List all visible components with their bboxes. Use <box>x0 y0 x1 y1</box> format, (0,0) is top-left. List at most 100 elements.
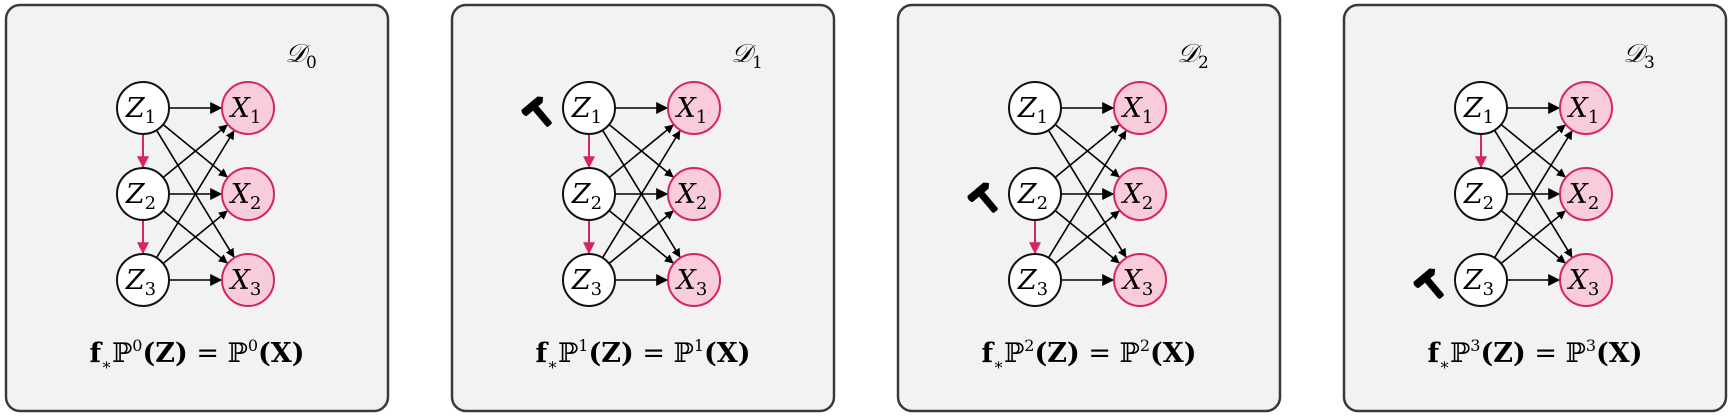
formula-f-0: f <box>981 338 995 369</box>
observed-node-label-subscript: 1 <box>1588 107 1599 128</box>
mixing-edge-z3-x1 <box>155 130 235 259</box>
observed-node-x3 <box>1559 253 1613 307</box>
mixing-edge-z3-x1 <box>1493 130 1573 259</box>
observed-node-label-base: X <box>1567 179 1590 210</box>
observed-node-label: X1 <box>1121 93 1154 128</box>
latent-node-z2 <box>1008 167 1062 221</box>
observed-node-x1 <box>667 81 721 135</box>
latent-node-z3 <box>562 253 616 307</box>
mixing-edge-z2-x1 <box>1500 124 1566 179</box>
formula-P-6: ℙ <box>1120 338 1140 369</box>
latent-node-label: Z3 <box>125 265 156 300</box>
latent-node-label: Z3 <box>1463 265 1494 300</box>
latent-node-z3 <box>116 253 170 307</box>
latent-node-label-base: Z <box>1463 179 1484 210</box>
formula-arg_left-4: (Z) <box>142 338 187 369</box>
observed-node-label-subscript: 2 <box>1142 193 1153 214</box>
latent-node-z2 <box>1454 167 1508 221</box>
formula-arg_left-4: (Z) <box>588 338 633 369</box>
mixing-edge-z3-x2 <box>1054 210 1120 265</box>
formula-sup-7: 0 <box>248 336 258 355</box>
latent-node-label-base: Z <box>1017 93 1038 124</box>
hammer-icon <box>1413 268 1444 299</box>
observed-node-label-base: X <box>229 179 252 210</box>
mixing-edge-z3-x2 <box>608 210 674 265</box>
latent-node-label-base: Z <box>1017 179 1038 210</box>
observed-node-label-subscript: 1 <box>1142 107 1153 128</box>
formula-star-1: ∗ <box>993 355 1004 374</box>
observed-node-label: X3 <box>1121 265 1154 300</box>
formula-arg_right-8: (X) <box>704 338 751 369</box>
formula-star-1: ∗ <box>101 355 112 374</box>
observed-node-label-subscript: 2 <box>250 193 261 214</box>
latent-node-z2 <box>562 167 616 221</box>
panel-background <box>450 3 836 413</box>
observed-node-label: X3 <box>1567 265 1600 300</box>
environment-label-subscript: 0 <box>306 53 317 73</box>
observed-node-x2 <box>667 167 721 221</box>
observed-node-label-subscript: 1 <box>696 107 707 128</box>
latent-node-label-subscript: 1 <box>1037 107 1048 128</box>
mixing-edge-z2-x1 <box>608 124 674 179</box>
panel-background <box>896 3 1282 413</box>
mixing-edge-z3-x1 <box>1047 130 1127 259</box>
formula-arg_left-4: (Z) <box>1480 338 1525 369</box>
latent-node-label: Z3 <box>1017 265 1048 300</box>
mixing-edge-z3-x1 <box>601 130 681 259</box>
formula-P-2: ℙ <box>112 338 132 369</box>
latent-node-label-base: Z <box>125 179 146 210</box>
observed-node-x3 <box>1113 253 1167 307</box>
latent-node-z1 <box>116 81 170 135</box>
observed-node-x1 <box>1559 81 1613 135</box>
observed-node-label-base: X <box>229 93 252 124</box>
observed-node-label: X2 <box>1121 179 1154 214</box>
observed-node-label-base: X <box>229 265 252 296</box>
latent-node-label: Z2 <box>571 179 602 214</box>
latent-node-label-base: Z <box>125 265 146 296</box>
environment-label-subscript: 3 <box>1644 53 1655 73</box>
formula-arg_left-4: (Z) <box>1034 338 1079 369</box>
formula-P-6: ℙ <box>674 338 694 369</box>
observed-node-label: X3 <box>229 265 262 300</box>
observed-node-label-subscript: 1 <box>250 107 261 128</box>
formula-eq-5: = <box>1080 338 1120 369</box>
latent-node-z2 <box>116 167 170 221</box>
observed-node-x2 <box>1113 167 1167 221</box>
latent-node-z1 <box>1008 81 1062 135</box>
latent-node-label-subscript: 2 <box>1037 193 1048 214</box>
latent-node-label-subscript: 3 <box>145 279 156 300</box>
observed-node-label: X1 <box>675 93 708 128</box>
environment-label-subscript: 2 <box>1198 53 1209 73</box>
formula-sup-3: 0 <box>132 336 142 355</box>
latent-node-label-subscript: 3 <box>1037 279 1048 300</box>
latent-node-label: Z1 <box>1017 93 1048 128</box>
latent-node-label: Z3 <box>571 265 602 300</box>
latent-node-label-base: Z <box>1463 265 1484 296</box>
observed-node-label-base: X <box>675 93 698 124</box>
observed-node-label: X2 <box>1567 179 1600 214</box>
panel-background <box>1342 3 1728 413</box>
observed-node-x1 <box>221 81 275 135</box>
formula-eq-5: = <box>634 338 674 369</box>
latent-node-label: Z2 <box>125 179 156 214</box>
observed-node-label: X1 <box>1567 93 1600 128</box>
latent-node-label-subscript: 1 <box>145 107 156 128</box>
observed-node-label-base: X <box>1121 265 1144 296</box>
latent-node-label: Z2 <box>1463 179 1494 214</box>
formula-arg_right-8: (X) <box>1150 338 1197 369</box>
observed-node-x2 <box>221 167 275 221</box>
formula-P-2: ℙ <box>1450 338 1470 369</box>
formula-f-0: f <box>1427 338 1441 369</box>
formula-P-2: ℙ <box>1004 338 1024 369</box>
observed-node-label-base: X <box>1567 265 1590 296</box>
latent-node-label-subscript: 2 <box>1483 193 1494 214</box>
observed-node-label-subscript: 2 <box>1588 193 1599 214</box>
observed-node-label: X3 <box>675 265 708 300</box>
observed-node-label-subscript: 3 <box>696 279 707 300</box>
latent-node-label-subscript: 2 <box>591 193 602 214</box>
observed-node-x2 <box>1559 167 1613 221</box>
formula-sup-7: 3 <box>1586 336 1596 355</box>
observed-node-x3 <box>667 253 721 307</box>
latent-node-z3 <box>1008 253 1062 307</box>
